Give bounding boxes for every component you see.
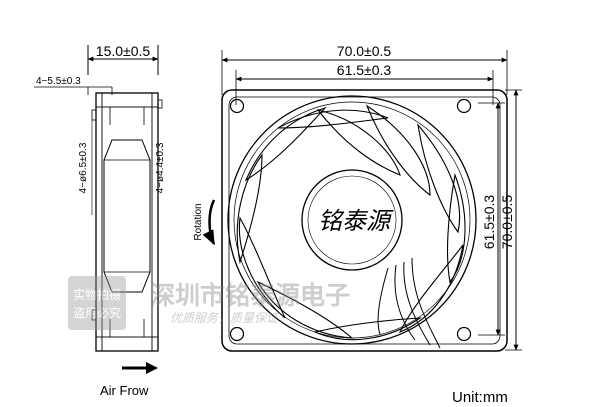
mount-hole-tl — [229, 98, 245, 114]
air-flow-indicator: Air Frow — [100, 362, 158, 398]
watermark-slogan: 优质服务，质量保证！ — [170, 311, 290, 325]
watermark-badge-line2: 盗用必究 — [73, 305, 121, 320]
watermark-company: 深圳市铭泰源电子 — [150, 281, 350, 310]
inner-hole-dim: 4−ø4.4±0.3 — [155, 142, 166, 193]
hole-depth-dim: 4−5.5±0.3 — [36, 76, 81, 87]
outer-width-dim: 70.0±0.5 — [337, 43, 392, 59]
mount-hole-br — [456, 326, 472, 342]
watermark: 实物拍摄 盗用必究 深圳市铭泰源电子 优质服务，质量保证！ — [68, 276, 350, 330]
air-flow-label: Air Frow — [100, 383, 149, 398]
hole-spacing-dim: 61.5±0.3 — [337, 62, 392, 78]
front-view: 70.0±0.5 61.5±0.3 61.5±0.3 70.0±0.5 — [193, 43, 522, 352]
fan-hub — [301, 169, 403, 271]
side-width-dim: 15.0±0.5 — [96, 43, 151, 59]
unit-label: Unit:mm — [452, 389, 508, 406]
watermark-badge-line1: 实物拍摄 — [73, 287, 121, 302]
fan-blades — [236, 104, 466, 341]
mount-hole-tr — [456, 98, 472, 114]
mount-hole-bl — [229, 326, 245, 342]
wire-bundle — [377, 257, 441, 349]
side-view: 15.0±0.5 4−5.5±0.3 4−ø6.5±0.3 4−ø4.4±0.3 — [34, 43, 166, 352]
hole-spacing-v-dim: 61.5±0.3 — [481, 195, 497, 250]
outer-hole-dim: 4−ø6.5±0.3 — [78, 142, 89, 193]
rotation-label: Rotation — [193, 203, 204, 240]
fan-logo: 铭泰源 — [318, 207, 394, 235]
